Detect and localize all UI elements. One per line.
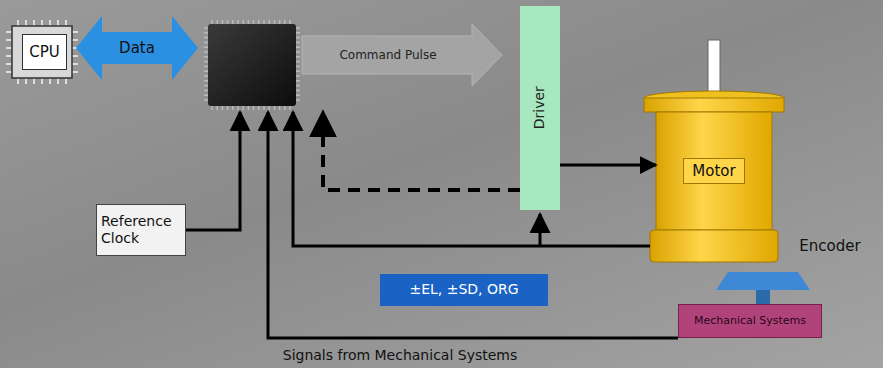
node-text: Motor	[683, 158, 744, 185]
chip-pins	[204, 20, 300, 110]
motor-shaft	[708, 40, 720, 98]
encoder-body	[650, 230, 778, 262]
driver-box: Driver	[520, 6, 560, 210]
bus-label: Data	[119, 39, 155, 57]
data-arrow	[76, 16, 198, 80]
node-text: Driver	[531, 86, 549, 129]
driver-feedback-wire	[323, 112, 520, 190]
cpu-box: CPU	[22, 34, 67, 70]
connector	[560, 164, 656, 167]
clock-wire	[182, 112, 240, 230]
motor-box: Motor	[656, 112, 772, 230]
signal-label: Command Pulse	[339, 48, 436, 62]
motor-body	[656, 112, 772, 230]
machine-platform	[716, 272, 810, 290]
mechanical-box: Mechanical Systems	[678, 304, 822, 338]
node-text: CPU	[29, 43, 60, 62]
encoder-driver-wire	[539, 214, 542, 246]
node-text: Mechanical Systems	[694, 314, 806, 328]
clock-box: Reference Clock	[96, 204, 186, 256]
cpu-chip	[12, 26, 72, 78]
node-text: ±EL, ±SD, ORG	[409, 281, 518, 299]
mechanical-signal-wire	[268, 112, 678, 338]
encoder-wire	[293, 112, 650, 246]
node-text: Reference Clock	[101, 213, 185, 248]
signal-label: Signals from Mechanical Systems	[283, 347, 518, 363]
motor-flange	[644, 98, 784, 112]
control-chip	[208, 24, 296, 106]
signal-group-box: ±EL, ±SD, ORG	[380, 274, 548, 306]
part-label: Encoder	[799, 237, 860, 255]
machine-post	[756, 290, 770, 304]
cpu-pins	[6, 20, 78, 84]
command-arrow	[302, 24, 502, 86]
